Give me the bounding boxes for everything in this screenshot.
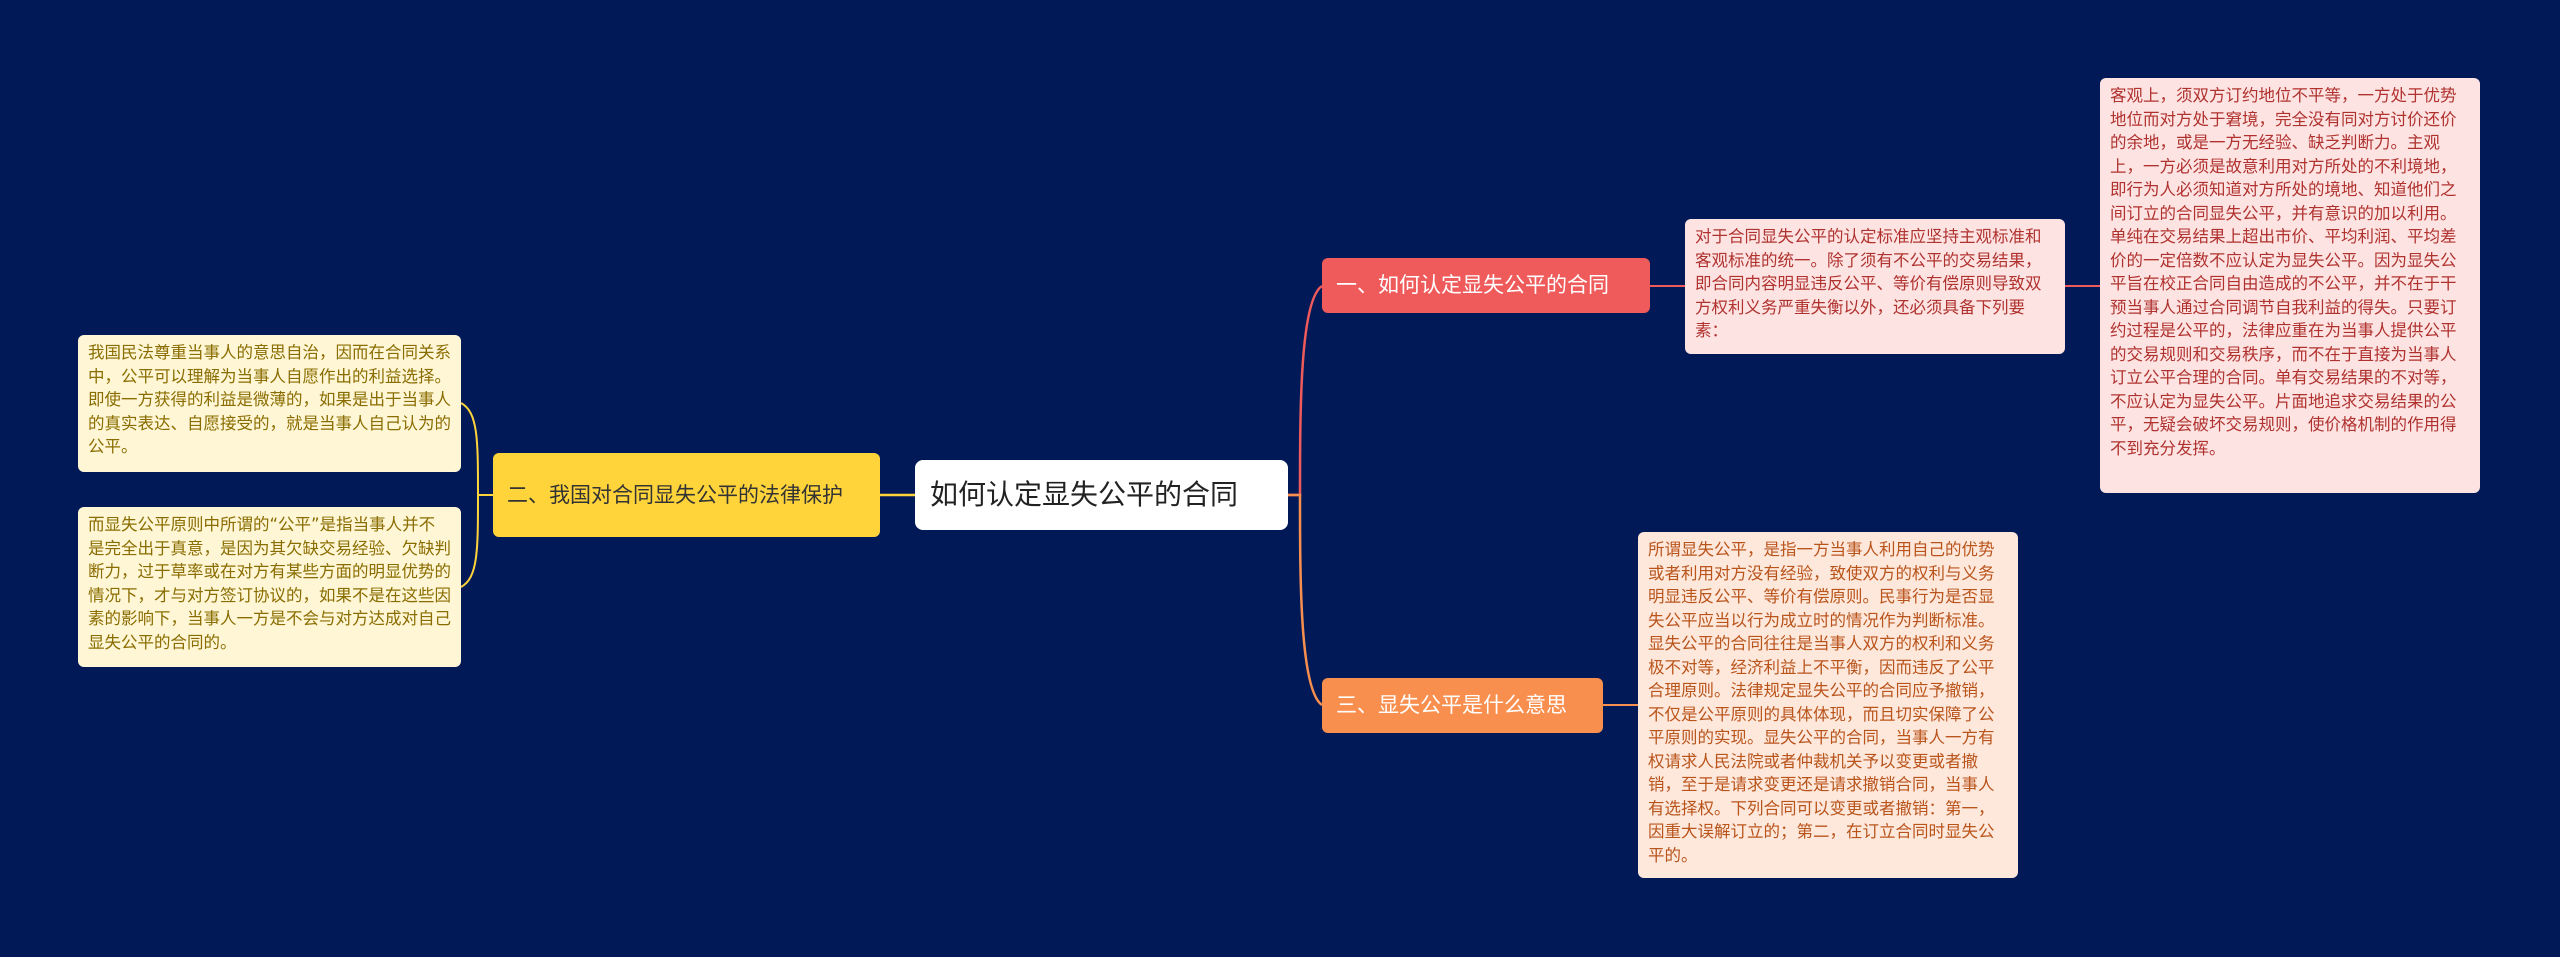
leaf-fairness-meaning[interactable]: 而显失公平原则中所谓的“公平”是指当事人并不是完全出于真意，是因为其欠缺交易经验…: [78, 507, 461, 667]
leaf-objective-subjective-elements[interactable]: 客观上，须双方订约地位不平等，一方处于优势地位而对方处于窘境，完全没有同对方讨价…: [2100, 78, 2480, 493]
link-root-branch3: [1288, 493, 1323, 707]
leaf-autonomy-fairness[interactable]: 我国民法尊重当事人的意思自治，因而在合同关系中，公平可以理解为当事人自愿作出的利…: [78, 335, 461, 472]
link-branch2-leaf1: [460, 402, 493, 496]
branch-how-to-determine[interactable]: 一、如何认定显失公平的合同: [1322, 258, 1650, 313]
branch-what-it-means[interactable]: 三、显失公平是什么意思: [1322, 678, 1603, 733]
leaf-determination-standard[interactable]: 对于合同显失公平的认定标准应坚持主观标准和客观标准的统一。除了须有不公平的交易结…: [1685, 219, 2065, 354]
root-topic[interactable]: 如何认定显失公平的合同: [915, 460, 1288, 530]
leaf-definition[interactable]: 所谓显失公平，是指一方当事人利用自己的优势或者利用对方没有经验，致使双方的权利与…: [1638, 532, 2018, 878]
link-branch2-leaf2: [460, 494, 493, 588]
link-root-branch1: [1288, 284, 1323, 497]
branch-legal-protection[interactable]: 二、我国对合同显失公平的法律保护: [493, 453, 880, 537]
